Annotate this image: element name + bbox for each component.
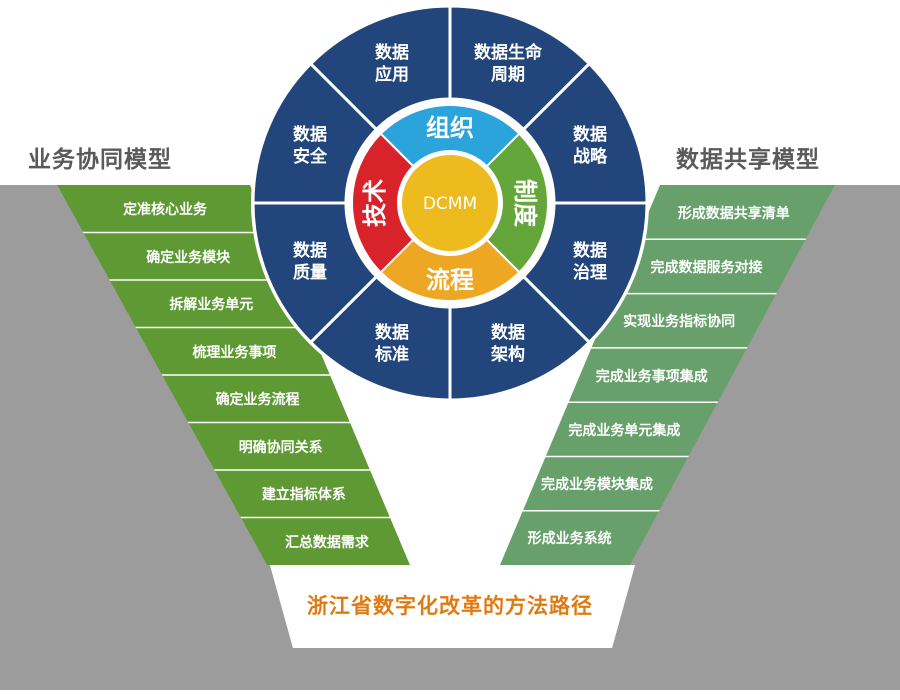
right-outer-cover bbox=[630, 185, 900, 690]
step-label: 确定业务流程 bbox=[215, 392, 300, 409]
step-label: 实现业务指标协同 bbox=[623, 314, 736, 331]
step-label: 完成数据服务对接 bbox=[650, 259, 763, 276]
center-circle bbox=[402, 155, 498, 251]
wheel-segment-label: 数据生命 bbox=[474, 42, 543, 63]
ring-label-process: 流程 bbox=[426, 266, 474, 294]
data-sharing-model-title: 数据共享模型 bbox=[676, 147, 820, 173]
ring-label-system: 制度 bbox=[511, 179, 539, 228]
step-label: 形成数据共享清单 bbox=[677, 205, 790, 222]
right-ribbon bbox=[482, 185, 835, 565]
step-label: 拆解业务单元 bbox=[169, 297, 254, 314]
left-outer-cover bbox=[0, 185, 270, 690]
step-label: 建立指标体系 bbox=[261, 487, 346, 504]
wheel-segment-label: 数据 bbox=[491, 322, 525, 343]
ring-label-organization: 组织 bbox=[426, 114, 474, 142]
step-label: 定准核心业务 bbox=[123, 202, 208, 219]
wheel-segment-label: 安全 bbox=[293, 146, 328, 167]
wheel-segment-label: 治理 bbox=[573, 262, 607, 283]
wheel-segment-label: 标准 bbox=[375, 344, 409, 365]
ring-label-technology: 技术 bbox=[361, 179, 389, 227]
v-frame-bottom-panel-top bbox=[270, 565, 635, 648]
wheel-segment-label: 战略 bbox=[573, 146, 608, 167]
step-label: 形成业务系统 bbox=[527, 531, 612, 548]
step-label: 完成业务模块集成 bbox=[541, 477, 654, 494]
wheel-segment-label: 应用 bbox=[375, 64, 409, 85]
wheel-segment-label: 数据 bbox=[375, 322, 409, 343]
wheel-segment-label: 架构 bbox=[491, 344, 525, 365]
wheel-segment-label: 数据 bbox=[293, 124, 327, 145]
wheel-segment-label: 数据 bbox=[293, 240, 327, 261]
business-collaboration-model-title: 业务协同模型 bbox=[28, 147, 172, 173]
step-label: 汇总数据需求 bbox=[284, 534, 369, 551]
step-label: 确定业务模块 bbox=[146, 249, 231, 266]
method-path-caption: 浙江省数字化改革的方法路径 bbox=[307, 594, 593, 618]
wheel-segment-label: 数据 bbox=[375, 42, 409, 63]
wheel-segment-label: 质量 bbox=[293, 262, 327, 283]
wheel-segment-label: 数据 bbox=[573, 124, 607, 145]
wheel-segment-label: 数据 bbox=[573, 240, 607, 261]
step-label: 完成业务事项集成 bbox=[595, 368, 708, 385]
wheel-segment bbox=[308, 4, 452, 132]
dcmm-center-label: DCMM bbox=[423, 194, 477, 214]
step-label: 明确协同关系 bbox=[238, 439, 323, 456]
step-label: 完成业务单元集成 bbox=[568, 422, 681, 439]
step-label: 梳理业务事项 bbox=[192, 344, 277, 361]
v-frame-base bbox=[0, 690, 900, 700]
wheel-segment-label: 周期 bbox=[491, 65, 525, 85]
